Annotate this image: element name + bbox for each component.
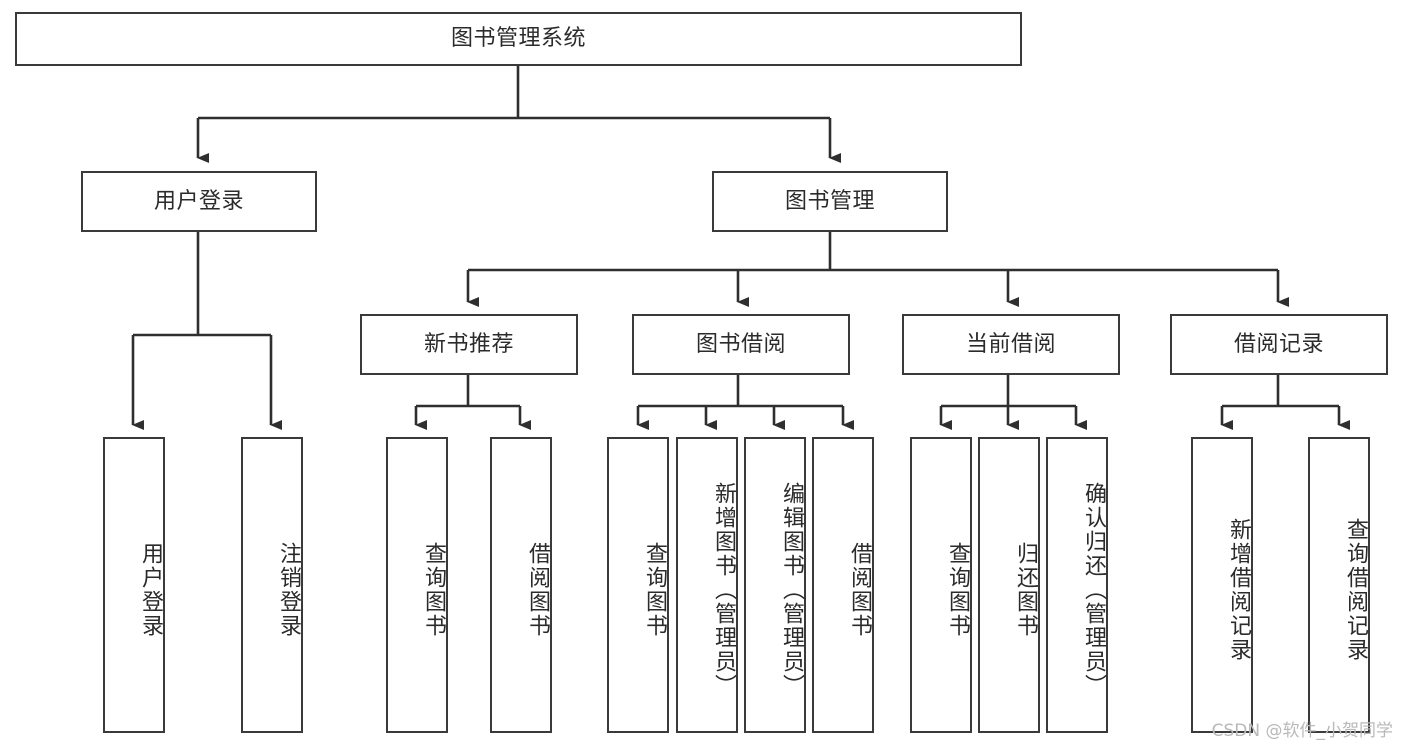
node-leaf-query-book-cur-label: 查询图书 [945,542,970,638]
csdn-watermark: CSDN @软件_小贺同学 [1211,721,1393,741]
node-leaf-borrow-book-label: 借阅图书 [847,542,872,638]
node-new-book-rec[interactable]: 新书推荐 [360,314,578,375]
node-leaf-query-record[interactable]: 查询借阅记录 [1308,437,1370,733]
node-leaf-confirm-return[interactable]: 确认归还（管理员） [1046,437,1108,733]
node-book-borrow[interactable]: 图书借阅 [632,314,850,375]
node-leaf-logout-label: 注销登录 [276,542,301,638]
node-leaf-query-book-borrow[interactable]: 查询图书 [607,437,669,733]
node-leaf-borrow-book[interactable]: 借阅图书 [812,437,874,733]
node-leaf-query-book-borrow-label: 查询图书 [642,542,667,638]
node-root[interactable]: 图书管理系统 [15,12,1022,66]
node-leaf-query-book-cur[interactable]: 查询图书 [910,437,972,733]
node-leaf-add-record[interactable]: 新增借阅记录 [1191,437,1253,733]
node-borrow-record-label: 借阅记录 [1233,331,1324,357]
node-leaf-query-book-rec-label: 查询图书 [421,542,446,638]
node-current-borrow[interactable]: 当前借阅 [902,314,1120,375]
node-leaf-query-book-rec[interactable]: 查询图书 [386,437,448,733]
node-leaf-edit-book[interactable]: 编辑图书（管理员） [744,437,806,733]
node-root-label: 图书管理系统 [450,26,586,52]
node-user-login[interactable]: 用户登录 [81,171,317,232]
node-leaf-add-record-label: 新增借阅记录 [1226,518,1251,662]
node-user-login-label: 用户登录 [153,188,244,214]
node-leaf-logout[interactable]: 注销登录 [241,437,303,733]
node-book-manage-label: 图书管理 [784,188,875,214]
node-leaf-borrow-book-rec-label: 借阅图书 [525,542,550,638]
node-borrow-record[interactable]: 借阅记录 [1170,314,1388,375]
node-leaf-confirm-return-label: 确认归还（管理员） [1081,482,1106,698]
node-book-manage[interactable]: 图书管理 [712,171,948,232]
node-leaf-borrow-book-rec[interactable]: 借阅图书 [490,437,552,733]
node-current-borrow-label: 当前借阅 [965,331,1056,357]
node-leaf-add-book-label: 新增图书（管理员） [711,482,736,698]
node-leaf-edit-book-label: 编辑图书（管理员） [779,482,804,698]
node-leaf-add-book[interactable]: 新增图书（管理员） [676,437,738,733]
node-new-book-rec-label: 新书推荐 [423,331,514,357]
node-leaf-query-record-label: 查询借阅记录 [1343,518,1368,662]
node-book-borrow-label: 图书借阅 [695,331,786,357]
node-leaf-user-login-label: 用户登录 [138,542,163,638]
node-leaf-return-book-label: 归还图书 [1013,542,1038,638]
node-leaf-return-book[interactable]: 归还图书 [978,437,1040,733]
node-leaf-user-login[interactable]: 用户登录 [103,437,165,733]
